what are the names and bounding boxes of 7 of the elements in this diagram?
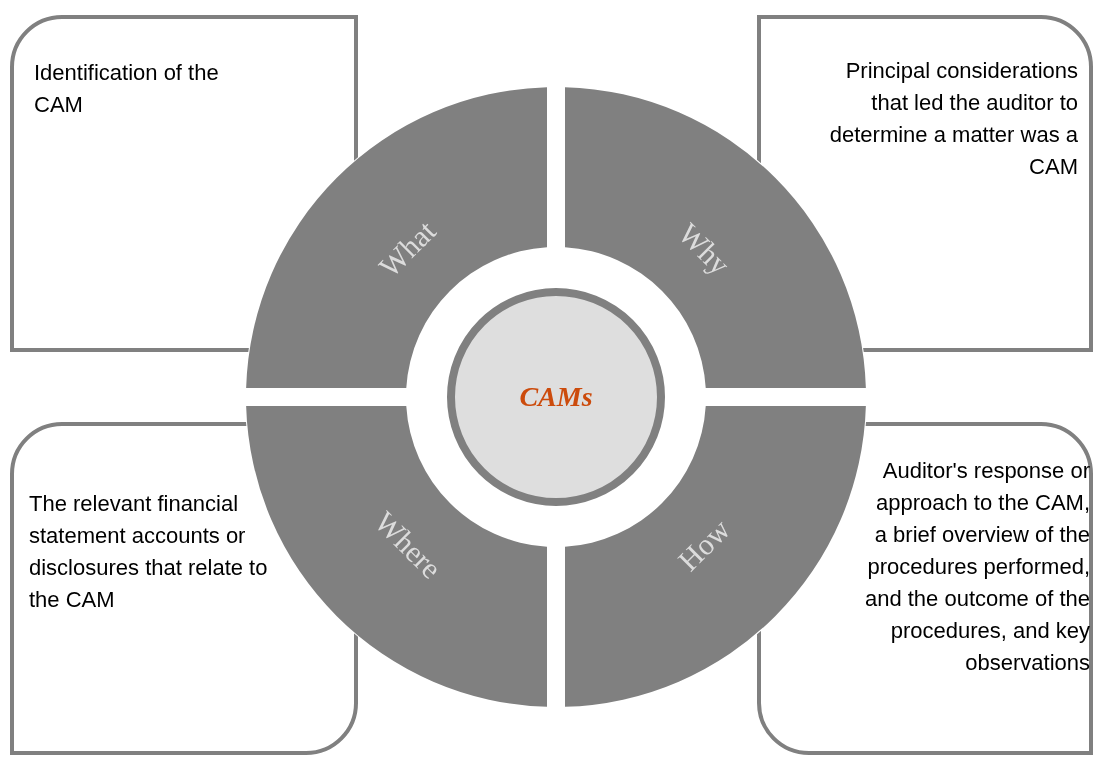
- description-text: Auditor's response or approach to the CAM, a brief overview of the procedures performed, and the outcome of the procedures, and key observations: [863, 457, 1090, 677]
- segment-label: What: [372, 213, 443, 284]
- center-label: CAMs: [519, 381, 593, 413]
- segment-label: How: [672, 512, 738, 579]
- description-text: Principal considerations that led the auditor to determine a matter was a CAM: [828, 57, 1078, 181]
- description-text: The relevant financial statement accounts or disclosures that relate to the CAM: [29, 490, 269, 614]
- description-text: Identification of the CAM: [34, 59, 220, 119]
